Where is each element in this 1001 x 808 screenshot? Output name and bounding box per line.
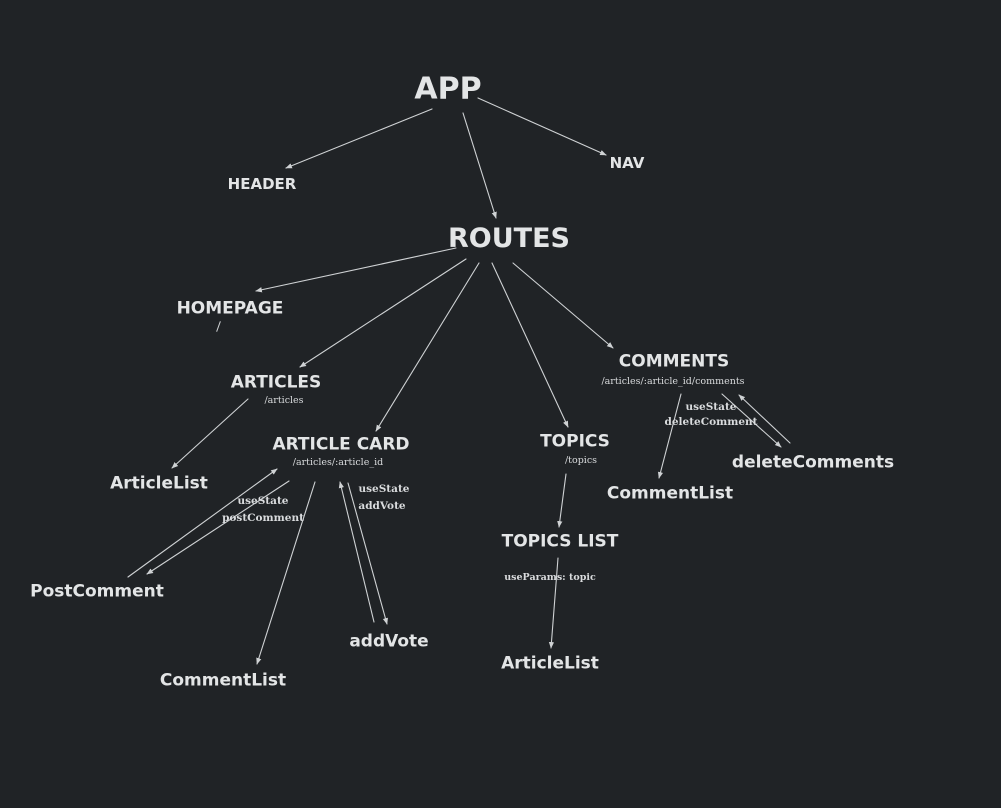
edge-articlecard-to-postcomment	[146, 480, 290, 575]
node-comment-list-article-card: CommentList	[159, 670, 287, 691]
node-homepage: HOMEPAGE	[176, 298, 284, 319]
edge-routes-article-card	[375, 262, 480, 432]
node-article-card: ARTICLE CARD	[272, 434, 410, 455]
edge-app-nav	[477, 97, 607, 156]
annotation-post-comment-fn: postComment	[222, 512, 304, 525]
edge-routes-articles	[299, 258, 467, 368]
edge-app-routes	[462, 112, 497, 219]
edge-topicslist-articlelist	[548, 557, 559, 649]
edge-deletecomments-comments	[738, 394, 791, 444]
annotation-delete-fn: deleteComment	[664, 416, 758, 429]
edge-routes-comments	[512, 262, 614, 349]
node-comments-path: /articles/:article_id/comments	[601, 375, 745, 387]
edge-articlecard-commentlist	[256, 481, 316, 665]
node-app: APP	[414, 71, 482, 107]
node-routes: ROUTES	[448, 223, 570, 255]
node-articles: ARTICLES	[230, 372, 322, 393]
node-nav: NAV	[609, 153, 645, 172]
node-topics: TOPICS	[540, 431, 610, 452]
edge-app-header	[285, 108, 433, 169]
edge-postcomment-to-articlecard	[127, 468, 278, 578]
node-post-comment: PostComment	[30, 581, 164, 602]
edge-routes-topics	[491, 262, 569, 428]
node-article-card-path: /articles/:article_id	[292, 456, 384, 468]
node-topics-path: /topics	[564, 454, 598, 466]
node-article-list-topics: ArticleList	[501, 653, 599, 674]
edge-comments-commentlist	[657, 393, 682, 479]
node-delete-comments: deleteComments	[731, 452, 895, 473]
node-comment-list-comments: CommentList	[606, 483, 734, 504]
edge-topics-topicslist	[557, 473, 567, 528]
annotation-vote-fn: addVote	[358, 500, 406, 513]
node-comments: COMMENTS	[618, 351, 730, 372]
edge-comments-deletecomments	[721, 393, 782, 448]
edge-articles-articlelist	[171, 398, 249, 469]
edge-addvote-to-articlecard	[338, 481, 375, 623]
node-header: HEADER	[227, 174, 297, 193]
annotation-vote-state: useState	[358, 483, 410, 496]
node-article-list-articles: ArticleList	[110, 473, 208, 494]
node-articles-path: /articles	[264, 394, 304, 406]
node-add-vote: addVote	[349, 631, 429, 652]
node-topics-list: TOPICS LIST	[501, 531, 619, 552]
edge-routes-homepage	[255, 247, 457, 293]
annotation-delete-state: useState	[685, 401, 737, 414]
annotation-post-comment-state: useState	[237, 495, 289, 508]
edge-articlecard-to-addvote	[347, 482, 388, 625]
annotation-topics-params: useParams: topic	[504, 571, 596, 583]
